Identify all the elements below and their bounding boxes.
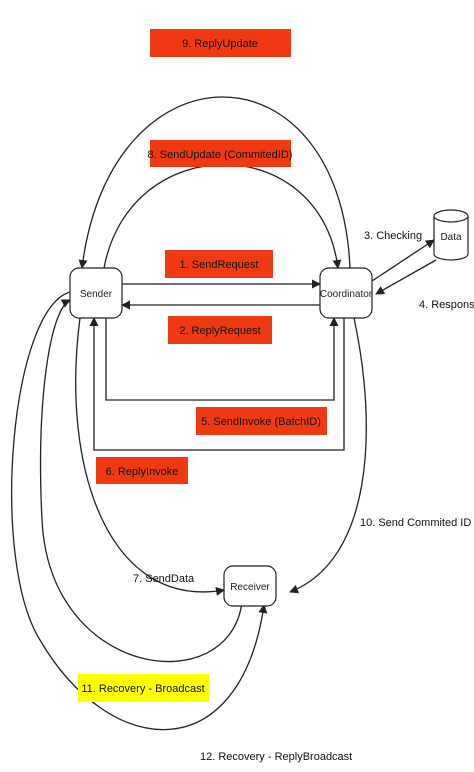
edge-reply-update — [78, 96, 351, 269]
step-label-8: 8. SendUpdate (CommitedID) — [148, 140, 293, 167]
step-label-4: 4. Response — [419, 299, 474, 311]
sender-node[interactable]: Sender — [69, 267, 123, 319]
svg-text:11. Recovery - Broadcast: 11. Recovery - Broadcast — [81, 683, 204, 695]
svg-text:1. SendRequest: 1. SendRequest — [180, 259, 259, 271]
step-label-1: 1. SendRequest — [165, 250, 273, 278]
step-label-11: 11. Recovery - Broadcast — [78, 674, 209, 702]
data-label: Data — [440, 232, 462, 243]
step-label-12: 12. Recovery - ReplyBroadcast — [200, 751, 352, 763]
svg-text:5. SendInvoke (BatchID): 5. SendInvoke (BatchID) — [201, 416, 321, 428]
edge-checking — [371, 239, 435, 282]
receiver-node[interactable]: Receiver — [223, 565, 277, 607]
step-label-3: 3. Checking — [364, 230, 422, 242]
step-label-6: 6. ReplyInvoke — [96, 457, 188, 484]
receiver-label: Receiver — [230, 582, 270, 593]
svg-text:6. ReplyInvoke: 6. ReplyInvoke — [106, 466, 179, 478]
edge-send-invoke — [105, 317, 339, 401]
step-label-10: 10. Send Commited ID — [360, 517, 471, 529]
step-label-2: 2. ReplyRequest — [168, 316, 272, 344]
edge-recovery-reply-broadcast — [11, 291, 268, 731]
step-label-7: 7. SendData — [133, 573, 195, 585]
step-label-5: 5. SendInvoke (BatchID) — [196, 407, 327, 435]
step-label-9: 9. ReplyUpdate — [150, 29, 291, 57]
coordinator-label: Coordinator — [320, 289, 373, 300]
sender-label: Sender — [80, 289, 113, 300]
edge-response — [375, 259, 437, 295]
data-store-node[interactable]: Data — [433, 209, 469, 261]
edge-reply-invoke — [89, 317, 345, 451]
coordinator-node[interactable]: Coordinator — [319, 267, 373, 319]
svg-text:2. ReplyRequest: 2. ReplyRequest — [179, 325, 260, 337]
svg-text:9. ReplyUpdate: 9. ReplyUpdate — [182, 38, 258, 50]
edge-recovery-broadcast — [39, 299, 243, 663]
svg-text:8. SendUpdate (CommitedID): 8. SendUpdate (CommitedID) — [148, 149, 293, 161]
edge-send-commited-id — [289, 317, 367, 594]
edge-send-data — [75, 317, 225, 596]
